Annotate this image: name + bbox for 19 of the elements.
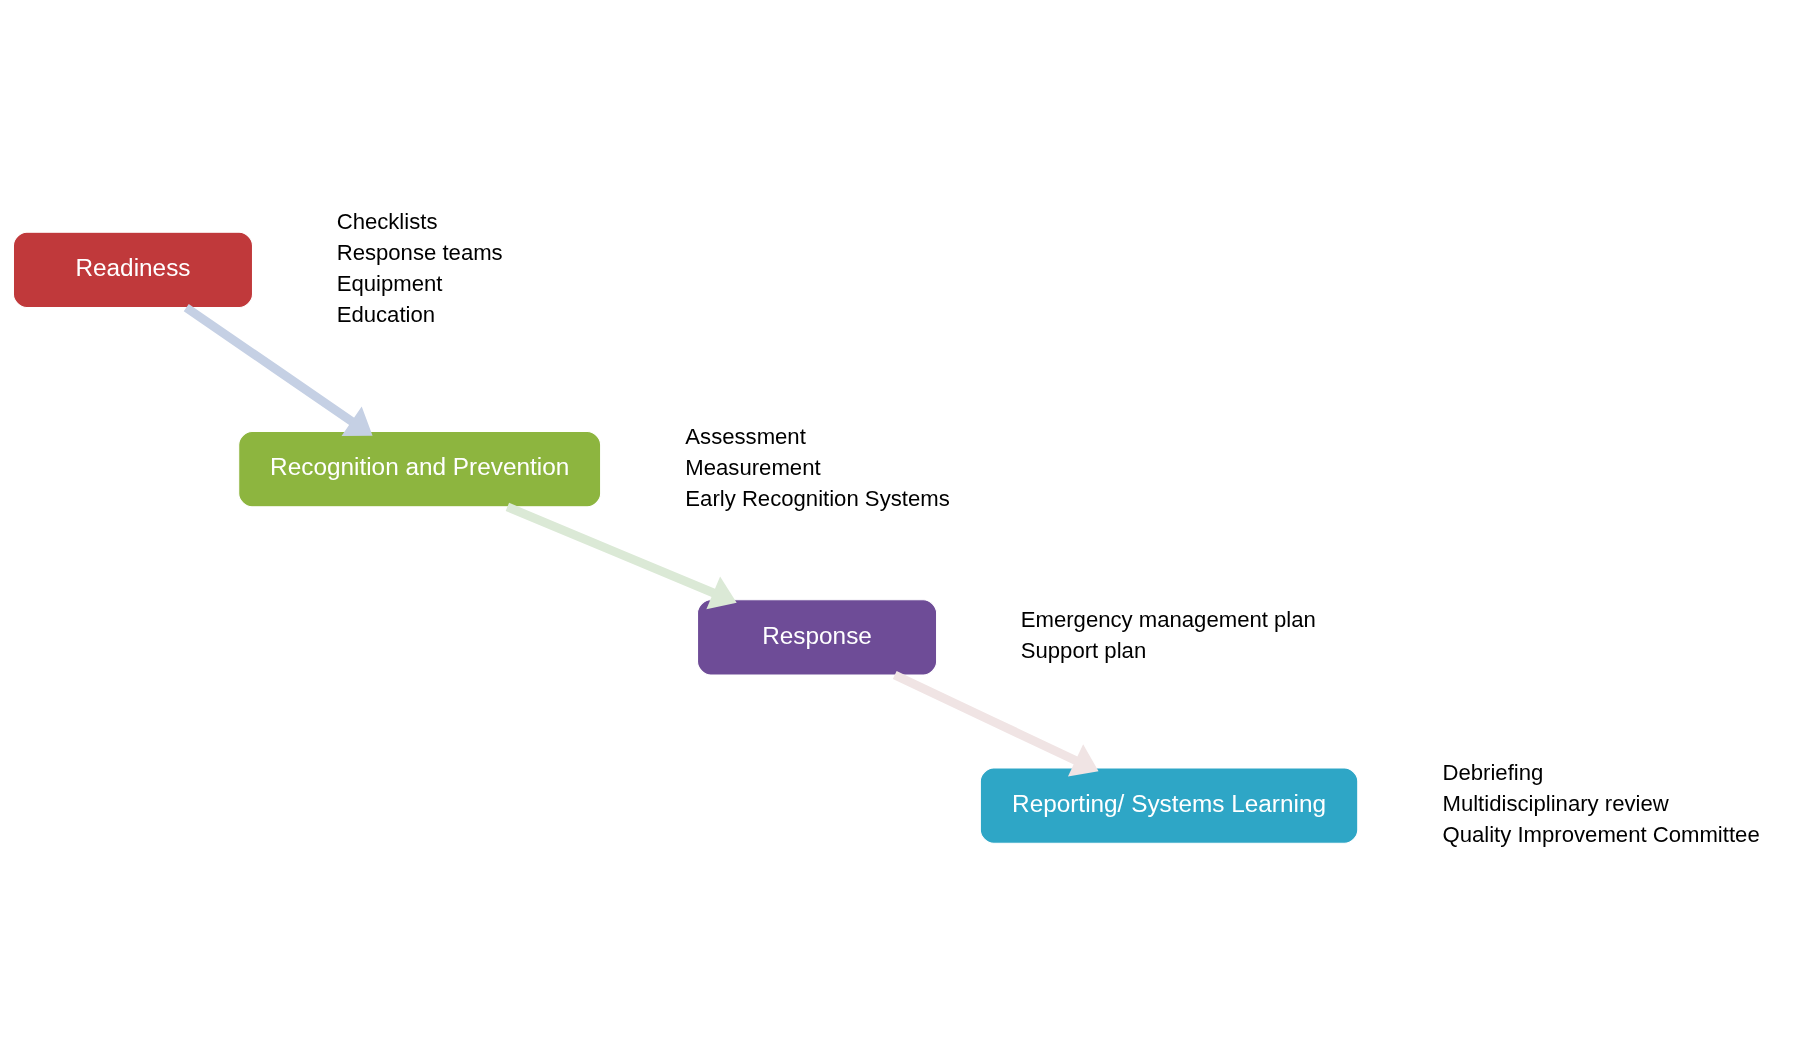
node-label: Equipment bbox=[336, 270, 443, 296]
node-box: Reporting/ Systems Learning bbox=[979, 766, 1359, 844]
node-label: Early Recognition Systems bbox=[685, 485, 950, 511]
node-label: Quality Improvement Committee bbox=[1442, 821, 1760, 847]
node-label: Debriefing bbox=[1442, 759, 1544, 785]
node-box: Readiness bbox=[12, 231, 254, 308]
node-box: Recognition and Prevention bbox=[238, 430, 602, 507]
node-label: Education bbox=[336, 301, 436, 327]
node-label: Measurement bbox=[685, 454, 821, 480]
arrow bbox=[892, 670, 1099, 776]
node-label: Checklists bbox=[336, 208, 438, 234]
node-label: Response teams bbox=[336, 239, 503, 265]
node-label: Support plan bbox=[1020, 637, 1147, 663]
arrow bbox=[183, 303, 373, 436]
node-label: Emergency management plan bbox=[1020, 606, 1316, 632]
node-label: Multidisciplinary review bbox=[1442, 790, 1669, 816]
node-label: Assessment bbox=[685, 423, 806, 449]
arrow bbox=[505, 502, 737, 609]
node-box: Response bbox=[696, 598, 938, 676]
